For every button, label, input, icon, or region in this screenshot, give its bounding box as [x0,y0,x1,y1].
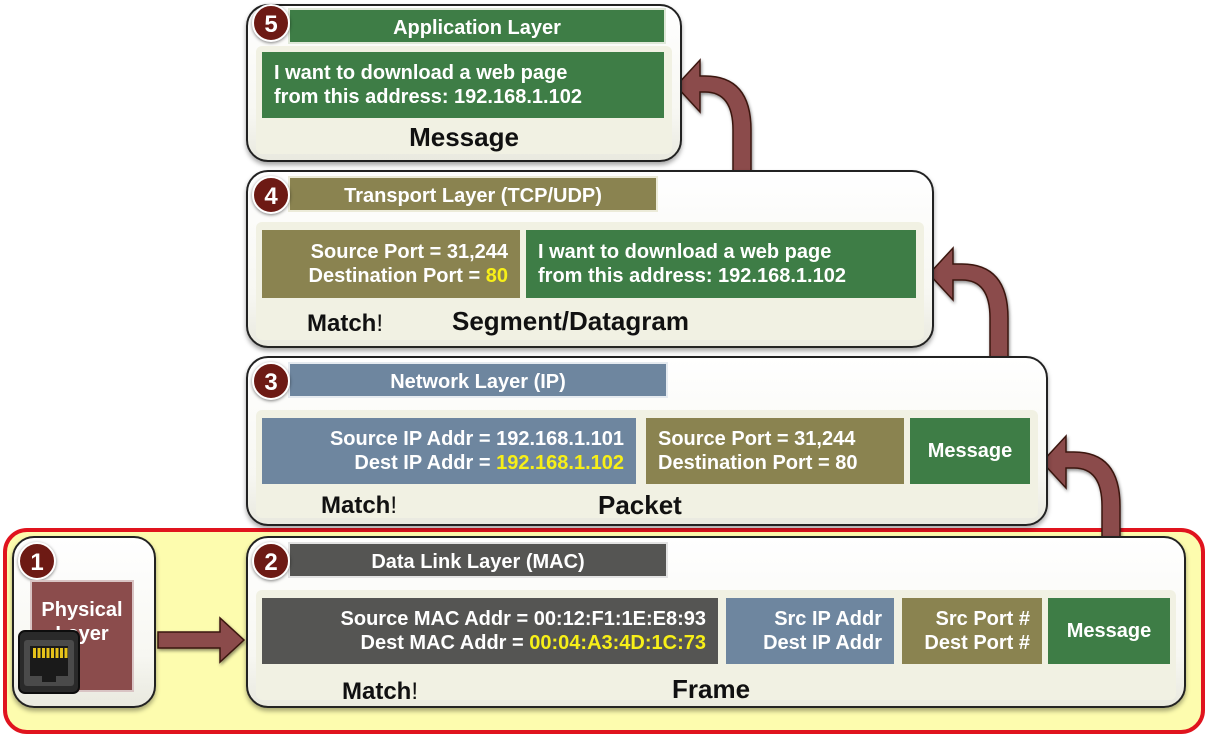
datalink-dst-mac: Dest MAC Addr = 00:04:A3:4D:1C:73 [360,632,706,654]
layer-number-2: 2 [252,542,290,580]
network-match-label: Match! [321,492,398,519]
ethernet-port-icon [18,630,80,694]
transport-ports-box: Source Port = 31,244 Destination Port = … [262,230,520,298]
datalink-payload-message: Message [1066,620,1152,642]
datalink-layer-header: Data Link Layer (MAC) [288,542,668,578]
transport-layer-header: Transport Layer (TCP/UDP) [288,176,658,212]
datalink-ports-box: Src Port # Dest Port # [902,598,1042,664]
arrow-physical-to-datalink [157,616,246,664]
application-unit-label: Message [409,122,519,152]
network-dst-ip: Dest IP Addr = 192.168.1.102 [354,452,624,474]
transport-payload-box: I want to download a web page from this … [526,230,916,298]
network-ip-box: Source IP Addr = 192.168.1.101 Dest IP A… [262,418,636,484]
network-dst-ip-value: 192.168.1.102 [496,452,624,474]
datalink-port-line1: Src Port # [935,608,1030,630]
datalink-unit-label: Frame [672,674,751,704]
network-message-box: Message [910,418,1030,484]
datalink-ip-box: Src IP Addr Dest IP Addr [726,598,894,664]
datalink-message-box: Message [1048,598,1170,664]
network-unit-label: Packet [598,490,682,520]
datalink-dst-mac-value: 00:04:A3:4D:1C:73 [529,632,706,654]
datalink-port-line2: Dest Port # [924,632,1030,654]
arrow-network-to-transport [927,246,1009,368]
datalink-match-label: Match! [342,678,419,705]
transport-src-port: Source Port = 31,244 [310,241,508,263]
network-payload-message: Message [927,440,1013,462]
layer-number-5: 5 [252,4,290,42]
datalink-ip-line1: Src IP Addr [774,608,882,630]
application-message-box: I want to download a web page from this … [262,52,664,118]
transport-payload-line1: I want to download a web page [538,241,832,263]
datalink-src-mac: Source MAC Addr = 00:12:F1:1E:E8:93 [340,608,706,630]
layer-number-3: 3 [252,362,290,400]
network-layer-header: Network Layer (IP) [288,362,668,398]
application-content-line1: I want to download a web page [274,62,568,84]
network-payload-src-port: Source Port = 31,244 [658,428,856,450]
datalink-ip-line2: Dest IP Addr [763,632,882,654]
network-src-ip: Source IP Addr = 192.168.1.101 [329,428,624,450]
transport-payload-line2: from this address: 192.168.1.102 [538,265,846,287]
layer-number-1: 1 [18,542,56,580]
physical-title-line1: Physical [41,599,123,621]
application-content-line2: from this address: 192.168.1.102 [274,86,582,108]
application-layer-header: Application Layer [288,8,666,44]
arrow-transport-to-application [674,58,752,181]
transport-unit-label: Segment/Datagram [452,306,689,336]
transport-dst-port-value: 80 [485,265,508,287]
transport-dst-port: Destination Port = 80 [308,265,509,287]
datalink-mac-box: Source MAC Addr = 00:12:F1:1E:E8:93 Dest… [262,598,718,664]
transport-match-label: Match! [307,310,384,337]
arrow-datalink-to-network [1040,434,1121,557]
network-ports-box: Source Port = 31,244 Destination Port = … [646,418,904,484]
network-payload-dst-port: Destination Port = 80 [658,452,858,474]
layer-number-4: 4 [252,176,290,214]
